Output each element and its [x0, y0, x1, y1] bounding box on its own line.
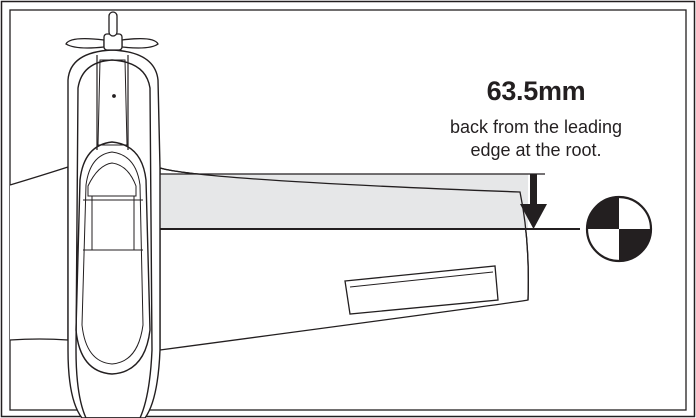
spinner-tip	[108, 11, 118, 37]
down-arrow-icon	[520, 174, 547, 229]
left-wing-panel	[9, 166, 69, 341]
propeller	[65, 11, 159, 51]
measurement-label: 63.5mm	[486, 76, 586, 106]
prop-blade-left	[65, 38, 105, 49]
description-line-1: back from the leading	[449, 117, 623, 137]
measurement-description: back from the leading edge at the root.	[418, 116, 654, 162]
aileron	[344, 265, 499, 315]
fuselage-inner-line	[75, 59, 153, 418]
aileron-hinge	[349, 271, 494, 288]
cg-symbol-icon	[585, 195, 653, 263]
fuselage	[67, 49, 161, 418]
fuselage-outline	[67, 49, 161, 418]
description-line-2: edge at the root.	[470, 140, 602, 160]
cg-band	[118, 174, 528, 229]
prop-blade-right	[121, 38, 159, 49]
canopy-outline	[75, 141, 151, 375]
